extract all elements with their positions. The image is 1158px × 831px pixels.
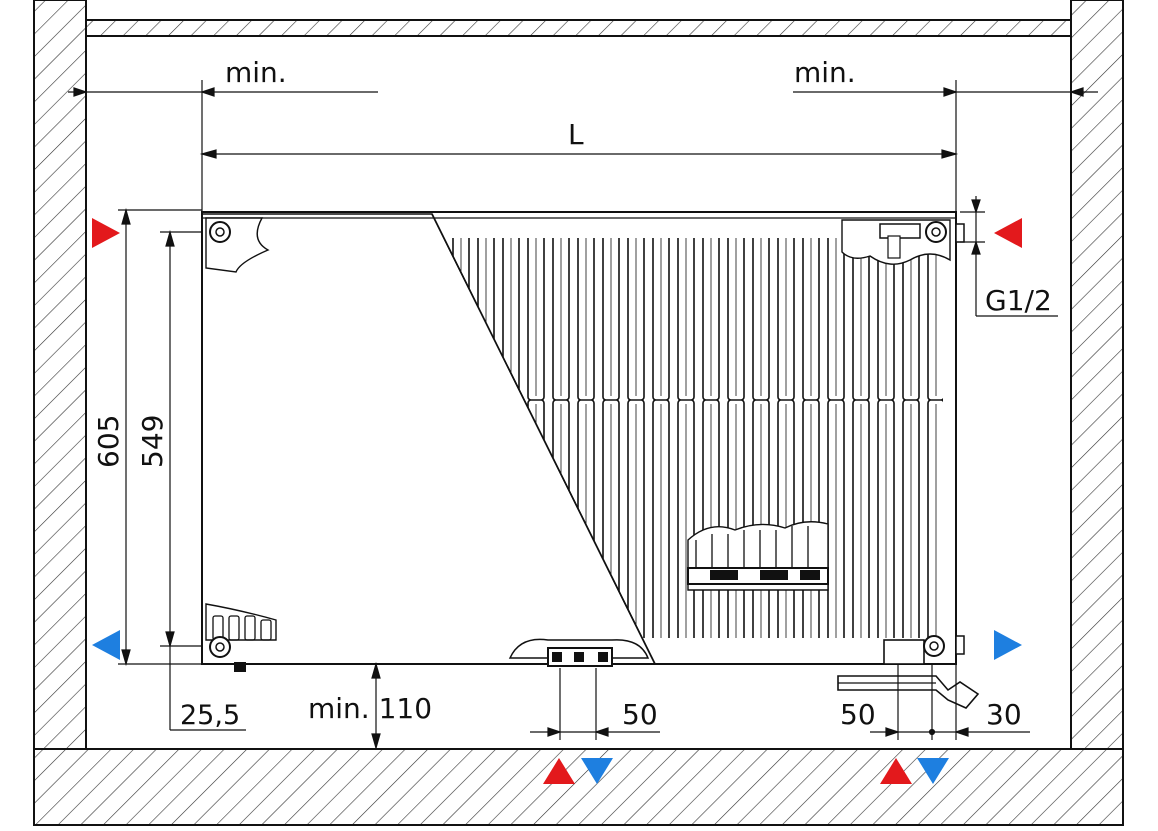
supply-arrow-floor-2-icon bbox=[880, 758, 912, 784]
length-label: L bbox=[568, 118, 584, 151]
valve-distance-right-label: 30 bbox=[986, 698, 1022, 731]
return-arrow-floor-2-icon bbox=[917, 758, 949, 784]
hub-height-label: 549 bbox=[136, 415, 169, 468]
valve-dimensions bbox=[870, 664, 1030, 740]
return-arrow-bottom-left-icon bbox=[92, 630, 120, 660]
return-arrow-bottom-right-icon bbox=[994, 630, 1022, 660]
supply-arrow-top-right-icon bbox=[994, 218, 1022, 248]
right-wall bbox=[1070, 0, 1124, 750]
min-left-label: min. bbox=[225, 56, 287, 89]
bottom-offset-label: 25,5 bbox=[180, 700, 240, 731]
min-right-label: min. bbox=[794, 56, 856, 89]
window-sill bbox=[85, 19, 1072, 37]
return-arrow-floor-1-icon bbox=[581, 758, 613, 784]
floor-clearance-label: min. 110 bbox=[308, 692, 432, 725]
top-dimensions bbox=[68, 80, 1098, 212]
overall-height-label: 605 bbox=[92, 415, 125, 468]
flow-indicators bbox=[92, 218, 1022, 784]
left-wall bbox=[33, 0, 87, 750]
bottom-connection-dimension bbox=[530, 668, 660, 740]
floor-clearance-dimension bbox=[371, 661, 381, 751]
radiator bbox=[201, 211, 980, 709]
left-dimensions bbox=[118, 207, 246, 731]
bottom-connection-spacing-label: 50 bbox=[622, 698, 658, 731]
thread-dimension bbox=[960, 196, 1058, 317]
connection-thread-label: G1/2 bbox=[985, 284, 1052, 317]
supply-arrow-floor-1-icon bbox=[543, 758, 575, 784]
valve-distance-left-label: 50 bbox=[840, 698, 876, 731]
supply-arrow-top-left-icon bbox=[92, 218, 120, 248]
floor bbox=[33, 748, 1124, 826]
